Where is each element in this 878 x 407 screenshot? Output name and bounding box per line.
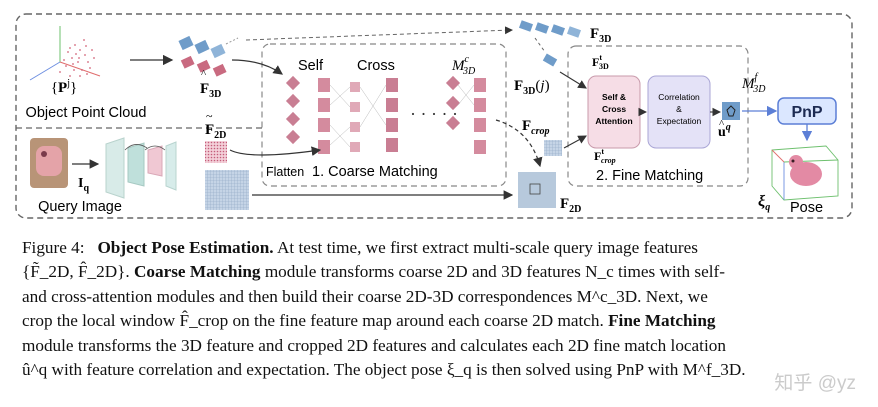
uq-point-box: [722, 102, 740, 120]
watermark: 知乎 @yz: [774, 373, 856, 394]
f2d-hat-map: [518, 172, 556, 208]
svg-text:· · · · ·: · · · · ·: [410, 104, 458, 124]
pipeline-diagram: {Pj} Object Point Cloud F3D ^ Iq Query I…: [15, 13, 853, 219]
correlation-line2: &: [676, 104, 682, 114]
fine-2d-feature-map: [205, 170, 249, 210]
svg-text:^: ^: [719, 118, 725, 130]
self-cross-attention-line2: Cross: [602, 104, 626, 114]
f3d-feature-cubes: [178, 35, 239, 77]
coarse-attention-stacks: · · · · ·: [285, 75, 486, 154]
f2d-label: F2D: [205, 122, 226, 141]
xi-q-label: ξq: [758, 193, 770, 213]
f3d-label: F3D: [200, 81, 221, 100]
figure-number: Figure 4:: [22, 238, 85, 257]
self-label: Self: [298, 58, 324, 74]
f3d-j-label: F3D(j): [514, 78, 550, 97]
svg-text:^: ^: [201, 68, 207, 80]
caption-line-6: û^q with feature correlation and expecta…: [22, 360, 746, 380]
fcrop-label: Fcrop: [522, 118, 550, 137]
coarse-2d-feature-map: [205, 141, 227, 163]
image-backbone: [105, 137, 177, 199]
f2d-hat-label: F2D: [560, 196, 581, 215]
caption-line-4: crop the local window F̂_crop on the fin…: [22, 311, 716, 331]
caption-line1-text: At test time, we first extract multi-sca…: [276, 238, 698, 257]
self-cross-attention-line1: Self &: [602, 92, 626, 102]
point-cloud-image: [29, 26, 101, 81]
fcrop-patch: [544, 140, 562, 156]
f3d-j-cube: [542, 53, 558, 67]
f3d-top-label: F3D: [590, 26, 611, 45]
query-image-label: Query Image: [38, 199, 122, 215]
outer-frame: [15, 13, 853, 219]
fine-matching-label: 2. Fine Matching: [596, 168, 703, 184]
caption-line-2: {F̃_2D, F̂_2D}. Coarse Matching module t…: [22, 262, 725, 282]
svg-text:~: ~: [206, 109, 213, 123]
f3d-top-cubes: [518, 20, 582, 38]
fine-matching-box: [567, 45, 749, 187]
figure-caption: Figure 4: Object Pose Estimation. At tes…: [22, 236, 858, 382]
point-set-label: {Pj}: [51, 78, 77, 96]
pose-label: Pose: [790, 200, 823, 216]
object-point-cloud-label: Object Point Cloud: [26, 105, 147, 121]
arrow-f2d-flatten: [229, 146, 322, 156]
arrow-f3d-to-coarse: [231, 59, 283, 75]
arrow-f3d-to-top: [245, 26, 513, 41]
flatten-label: Flatten: [266, 165, 304, 179]
pnp-label: PnP: [791, 104, 822, 121]
correlation-line1: Correlation: [658, 92, 700, 102]
query-image-symbol: Iq: [78, 176, 89, 194]
coarse-matching-box: [261, 43, 507, 187]
caption-title: Object Pose Estimation.: [97, 238, 274, 257]
pose-result-render: [771, 145, 839, 201]
caption-line-5: module transforms the 3D feature and cro…: [22, 335, 726, 355]
query-image-thumbnail: [30, 138, 68, 188]
self-cross-attention-line3: Attention: [595, 116, 632, 126]
coarse-matching-label: 1. Coarse Matching: [312, 164, 438, 180]
caption-line-1: Figure 4: Object Pose Estimation. At tes…: [22, 236, 858, 260]
correlation-line3: Expectation: [657, 116, 702, 126]
caption-line-3: and cross-attention modules and then bui…: [22, 286, 708, 306]
cross-label: Cross: [357, 58, 395, 74]
